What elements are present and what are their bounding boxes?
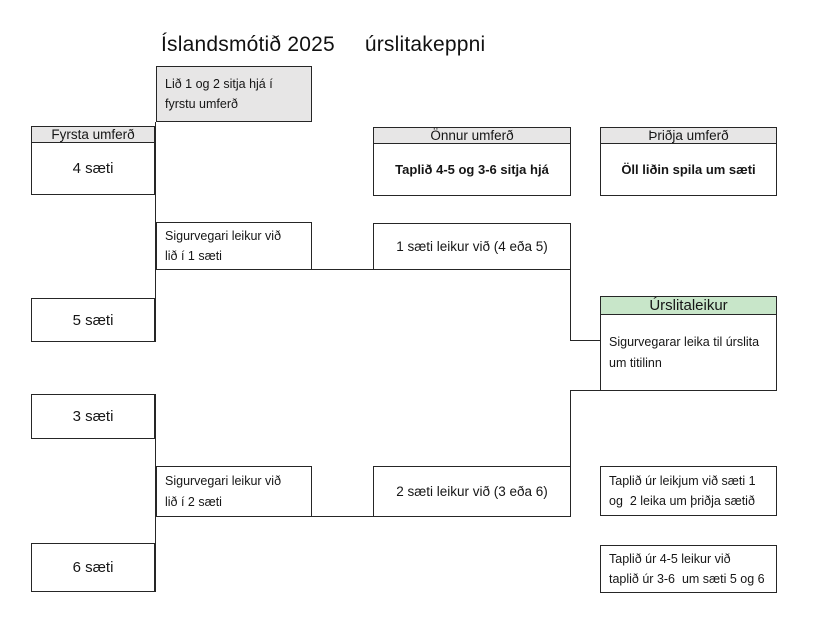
- final-block: Úrslitaleikur Sigurvegarar leika til úrs…: [600, 296, 777, 391]
- page-title: Íslandsmótið 2025 úrslitakeppni: [161, 33, 485, 57]
- connector-final-top-stub: [570, 340, 600, 341]
- winner-vs-seed2-box: Sigurvegari leikur við lið í 2 sæti: [156, 466, 312, 517]
- final-box: Úrslitaleikur: [601, 297, 776, 315]
- page-title-sub: úrslitakeppni: [364, 33, 486, 56]
- third-round-note: Öll liðin spila um sæti: [621, 162, 756, 177]
- intro-note-box: Lið 1 og 2 sitja hjá í fyrstu umferð: [156, 66, 312, 122]
- third-place-box: Taplið úr leikjum við sæti 1 og 2 leika …: [600, 466, 777, 516]
- seed-6-box: 6 sæti: [31, 543, 155, 592]
- connector-final-bottom-stub: [570, 390, 600, 391]
- second-round-header: Önnur umferð: [374, 128, 570, 144]
- third-round-header: Þriðja umferð: [601, 128, 776, 144]
- seed-5-box: 5 sæti: [31, 298, 155, 342]
- seed-4-box: 4 sæti: [72, 160, 114, 177]
- connector-left-bottom-vertical: [155, 394, 156, 592]
- first-round-block: Fyrsta umferð 4 sæti: [31, 126, 155, 195]
- connector-game1-horizontal: [155, 269, 571, 270]
- page-title-main: Íslandsmótið 2025: [161, 33, 335, 56]
- connector-final-bottom-vertical: [570, 390, 571, 517]
- game1-box: 1 sæti leikur við (4 eða 5): [373, 223, 571, 270]
- connector-left-top-vertical: [155, 122, 156, 342]
- seed-3-box: 3 sæti: [31, 394, 155, 439]
- first-round-header: Fyrsta umferð: [32, 127, 154, 143]
- connector-game2-horizontal: [155, 516, 571, 517]
- winner-vs-seed1-box: Sigurvegari leikur við lið í 1 sæti: [156, 222, 312, 270]
- second-round-note: Taplið 4-5 og 3-6 sitja hjá: [395, 162, 549, 177]
- final-description: Sigurvegarar leika til úrslita um titili…: [609, 335, 760, 370]
- game2-box: 2 sæti leikur við (3 eða 6): [373, 466, 571, 517]
- fifth-place-box: Taplið úr 4-5 leikur við taplið úr 3-6 u…: [600, 545, 777, 593]
- connector-final-top-vertical: [570, 269, 571, 341]
- third-round-block: Þriðja umferð Öll liðin spila um sæti: [600, 127, 777, 196]
- second-round-block: Önnur umferð Taplið 4-5 og 3-6 sitja hjá: [373, 127, 571, 196]
